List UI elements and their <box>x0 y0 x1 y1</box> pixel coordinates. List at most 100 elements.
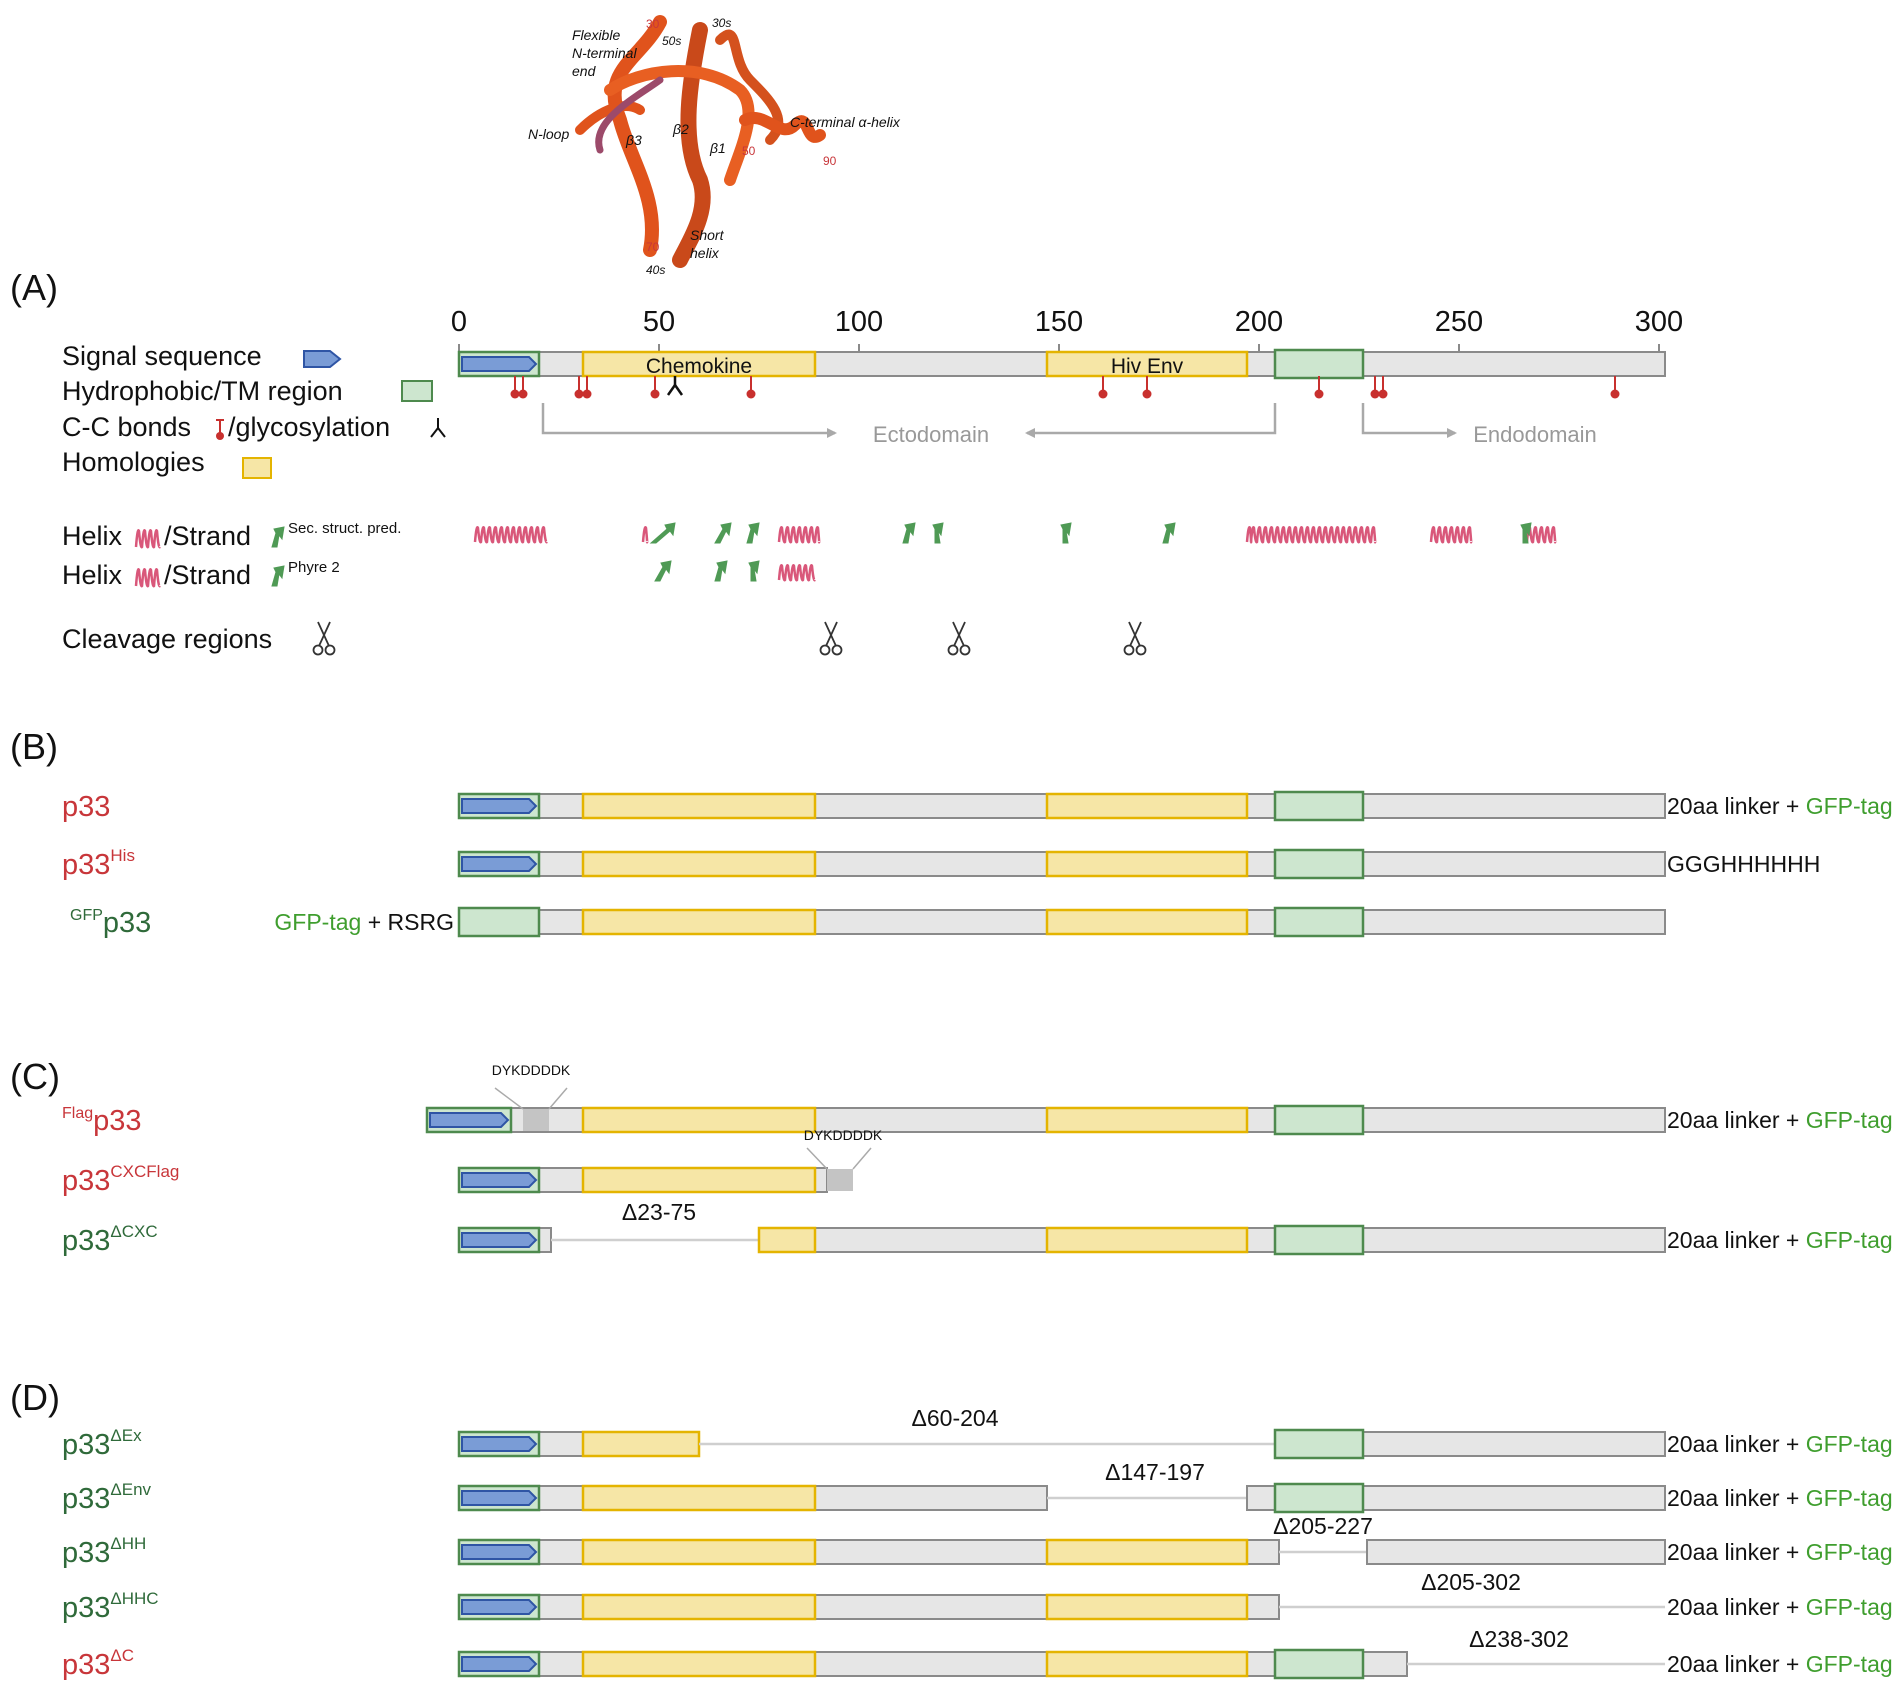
cc-bond-head <box>1142 389 1152 399</box>
structure-label-50s: 50s <box>662 34 681 48</box>
strand-mark <box>748 560 760 582</box>
helix-mark <box>1429 526 1473 544</box>
ribbon-nloop <box>575 101 645 135</box>
linker-tag-label: 20aa linker + GFP-tag <box>1667 1539 1893 1565</box>
cc-bond-mark <box>746 376 756 399</box>
scissors-handle <box>324 644 336 656</box>
signal-arrow <box>461 1544 538 1560</box>
hiv-env-box <box>1045 1593 1249 1621</box>
linker-tag-label: 20aa linker + GFP-tag <box>1667 1107 1893 1133</box>
gfp-tag-label: GFP-tag + RSRG <box>274 909 454 935</box>
signal-arrow <box>461 856 538 872</box>
deletion-label: Δ205-302 <box>1421 1569 1521 1595</box>
linker-text: 20aa linker + <box>1667 1594 1806 1620</box>
strand-mark <box>746 522 760 544</box>
chemokine-box <box>581 350 817 378</box>
cc-bond-head <box>650 389 660 399</box>
construct-name: p33CXCFlag <box>62 1162 179 1197</box>
flag-callout-line <box>548 1087 568 1110</box>
helix-mark <box>777 564 816 582</box>
legend-signal-swatch <box>303 350 342 368</box>
cc-bond-head <box>1378 389 1388 399</box>
legend-strand-label-1: /Strand <box>164 521 251 551</box>
linker-text: 20aa linker + <box>1667 1651 1806 1677</box>
scissors-blade <box>825 621 838 647</box>
linker-tag-label: 20aa linker + GFP-tag <box>1667 1485 1893 1511</box>
signal-arrow <box>461 1232 538 1248</box>
glycosylation-mark <box>666 376 684 396</box>
hiv-env-label: Hiv Env <box>1111 355 1184 378</box>
helix-mark <box>473 526 548 544</box>
cc-bond-head <box>518 389 528 399</box>
structure-label-helix: helix <box>690 245 720 261</box>
construct-base-name: p33 <box>62 1537 110 1569</box>
flag-tag-box <box>523 1109 549 1131</box>
hiv-env-box <box>1045 350 1249 378</box>
scissors-blade <box>952 621 965 647</box>
linker-tag-label: GGGHHHHHH <box>1667 851 1820 877</box>
signal-arrow <box>461 356 538 372</box>
helix-mark <box>777 526 821 544</box>
panel-label-b: (B) <box>10 726 58 767</box>
scissors-handle <box>1135 644 1147 656</box>
linker-text: 20aa linker + <box>1667 1431 1806 1457</box>
strand-mark <box>1162 522 1176 544</box>
linker-text: 20aa linker + <box>1667 1485 1806 1511</box>
deletion-label: Δ238-302 <box>1469 1626 1569 1652</box>
structure-label-c-terminal-helix: C-terminal α-helix <box>790 114 901 130</box>
chemokine-box <box>581 908 817 936</box>
legend-cc-icon <box>216 419 224 440</box>
axis-tick-label: 0 <box>451 306 467 338</box>
signal-arrow <box>429 1112 510 1128</box>
scissors-blade <box>318 621 331 647</box>
linker-text: 20aa linker + <box>1667 793 1806 819</box>
construct-base-name: p33 <box>103 907 151 939</box>
chemokine-box <box>581 1650 817 1678</box>
cc-bond-mark <box>1610 376 1620 399</box>
construct-base-name: p33 <box>62 1483 110 1515</box>
legend-cc-label: C-C bonds <box>62 412 191 442</box>
signal-arrow <box>461 1599 538 1615</box>
chemokine-box <box>581 1166 817 1194</box>
axis-tick-label: 250 <box>1435 306 1483 338</box>
scissors-icon <box>1123 621 1147 656</box>
tm-box <box>457 906 541 938</box>
glyco-branch <box>666 384 677 396</box>
legend-helix-icon <box>134 529 161 549</box>
legend-homologies-label: Homologies <box>62 447 205 477</box>
construct-superscript: ΔHHC <box>110 1589 158 1608</box>
strand-mark <box>714 522 732 544</box>
scissors-blade <box>824 621 837 647</box>
structure-label-beta2: β2 <box>672 121 689 137</box>
helix-mark <box>134 529 161 549</box>
strand-mark <box>271 526 285 548</box>
hiv-env-box <box>1045 1538 1249 1566</box>
chemokine-label: Chemokine <box>646 355 752 378</box>
residue-label-30: 30 <box>646 17 660 31</box>
chemokine-box <box>581 792 817 820</box>
flag-callout-line <box>852 1147 872 1170</box>
axis-tick-label: 50 <box>643 306 675 338</box>
strand-mark <box>1520 522 1532 544</box>
gfp-tag-text: GFP-tag <box>1806 1539 1893 1565</box>
scissors-blade <box>1128 621 1141 647</box>
ribbon-helix <box>739 112 826 143</box>
residue-label-70: 70 <box>646 240 660 254</box>
structure-label-n-loop: N-loop <box>528 126 569 142</box>
tm-box <box>1273 790 1365 822</box>
legend-tm-label: Hydrophobic/TM region <box>62 376 343 406</box>
construct-name: p33ΔEx <box>62 1426 142 1461</box>
deletion-label: Δ147-197 <box>1105 1459 1205 1485</box>
signal-arrow <box>461 798 538 814</box>
structure-label-n-terminal: N-terminal <box>572 45 637 61</box>
construct-base-name: p33 <box>62 1649 110 1681</box>
tm-box <box>1273 1224 1365 1256</box>
axis-tick-label: 300 <box>1635 306 1683 338</box>
signal-arrow <box>461 1172 538 1188</box>
cc-bond-head <box>582 389 592 399</box>
scissors-icon <box>312 621 336 656</box>
chemokine-box <box>581 1593 817 1621</box>
